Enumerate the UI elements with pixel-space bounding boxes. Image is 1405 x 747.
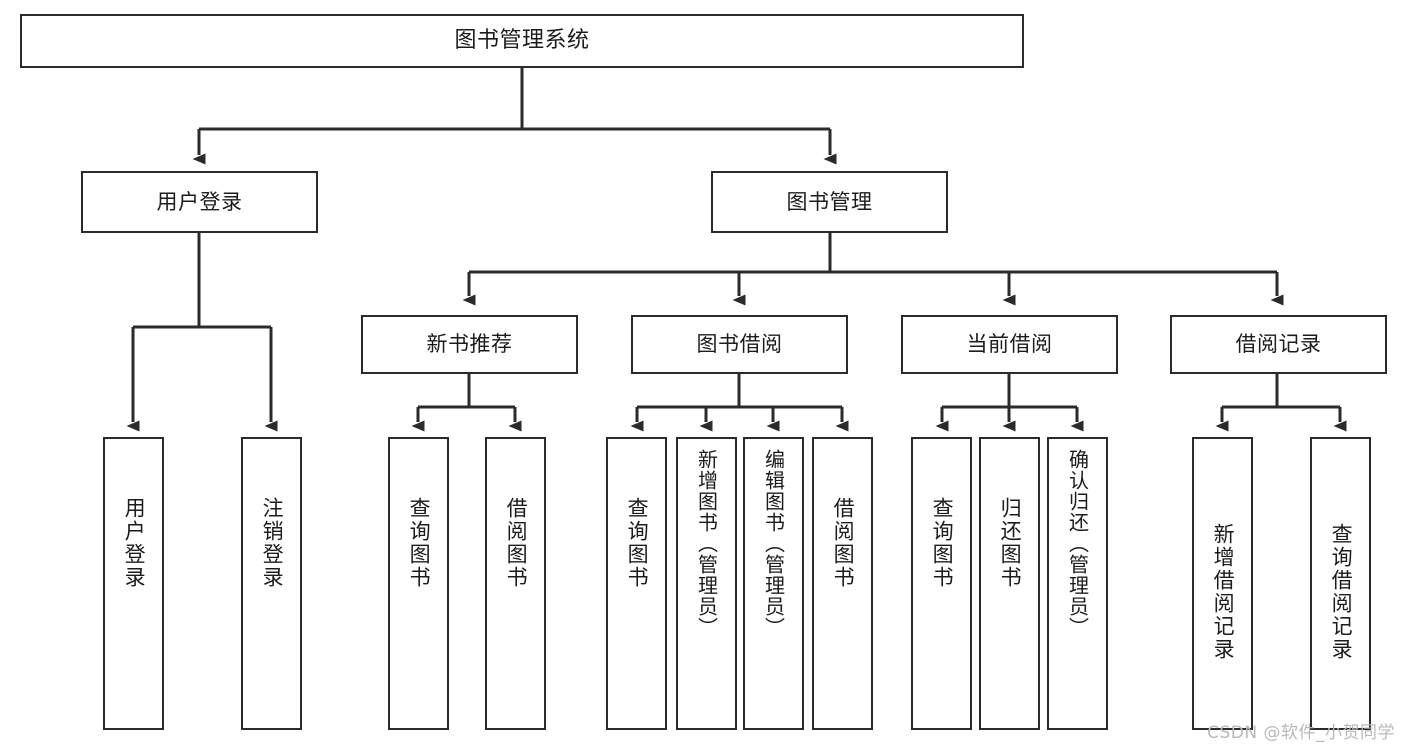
node-label: 图书管理系统 bbox=[454, 28, 590, 54]
node-label: 借阅图书 bbox=[831, 497, 856, 589]
node-leaf-logout[interactable]: 注销登录 bbox=[241, 437, 302, 730]
csdn-watermark: CSDN @软件_小贺同学 bbox=[1207, 723, 1395, 743]
node-book-borrow[interactable]: 图书借阅 bbox=[631, 315, 848, 374]
node-label: 用户登录 bbox=[122, 497, 147, 589]
node-leaf-borrow-book-recommend[interactable]: 借阅图书 bbox=[485, 437, 546, 730]
node-leaf-confirm-return-admin[interactable]: 确认归还（管理员） bbox=[1047, 437, 1108, 730]
node-label: 确认归还（管理员） bbox=[1065, 449, 1090, 638]
node-leaf-query-book-recommend[interactable]: 查询图书 bbox=[388, 437, 449, 730]
node-leaf-borrow-book[interactable]: 借阅图书 bbox=[812, 437, 873, 730]
node-user-login[interactable]: 用户登录 bbox=[81, 171, 318, 233]
node-current-borrow[interactable]: 当前借阅 bbox=[901, 315, 1118, 374]
node-label: 查询图书 bbox=[930, 497, 955, 589]
node-leaf-edit-book-admin[interactable]: 编辑图书（管理员） bbox=[743, 437, 804, 730]
node-label: 图书借阅 bbox=[696, 332, 783, 357]
node-label: 借阅记录 bbox=[1235, 332, 1322, 357]
node-leaf-query-book-current[interactable]: 查询图书 bbox=[911, 437, 972, 730]
node-label: 归还图书 bbox=[998, 497, 1023, 589]
node-label: 当前借阅 bbox=[966, 332, 1053, 357]
node-leaf-query-borrow-record[interactable]: 查询借阅记录 bbox=[1310, 437, 1371, 730]
node-leaf-return-book[interactable]: 归还图书 bbox=[979, 437, 1040, 730]
node-leaf-add-book-admin[interactable]: 新增图书（管理员） bbox=[676, 437, 737, 730]
node-label: 新增借阅记录 bbox=[1211, 523, 1236, 661]
node-label: 查询图书 bbox=[625, 497, 650, 589]
node-leaf-add-borrow-record[interactable]: 新增借阅记录 bbox=[1192, 437, 1253, 730]
node-label: 查询借阅记录 bbox=[1329, 523, 1354, 661]
node-book-management[interactable]: 图书管理 bbox=[711, 171, 948, 233]
node-leaf-query-book-borrow[interactable]: 查询图书 bbox=[606, 437, 667, 730]
node-label: 编辑图书（管理员） bbox=[761, 449, 786, 638]
node-leaf-user-login[interactable]: 用户登录 bbox=[103, 437, 164, 730]
node-new-book-recommend[interactable]: 新书推荐 bbox=[361, 315, 578, 374]
node-label: 用户登录 bbox=[156, 189, 243, 214]
node-label: 注销登录 bbox=[260, 497, 285, 589]
node-label: 图书管理 bbox=[786, 189, 873, 214]
node-label: 新书推荐 bbox=[426, 332, 513, 357]
node-root-system[interactable]: 图书管理系统 bbox=[20, 14, 1024, 68]
node-label: 借阅图书 bbox=[504, 497, 529, 589]
node-label: 查询图书 bbox=[407, 497, 432, 589]
node-borrow-record[interactable]: 借阅记录 bbox=[1170, 315, 1387, 374]
node-label: 新增图书（管理员） bbox=[694, 449, 719, 638]
